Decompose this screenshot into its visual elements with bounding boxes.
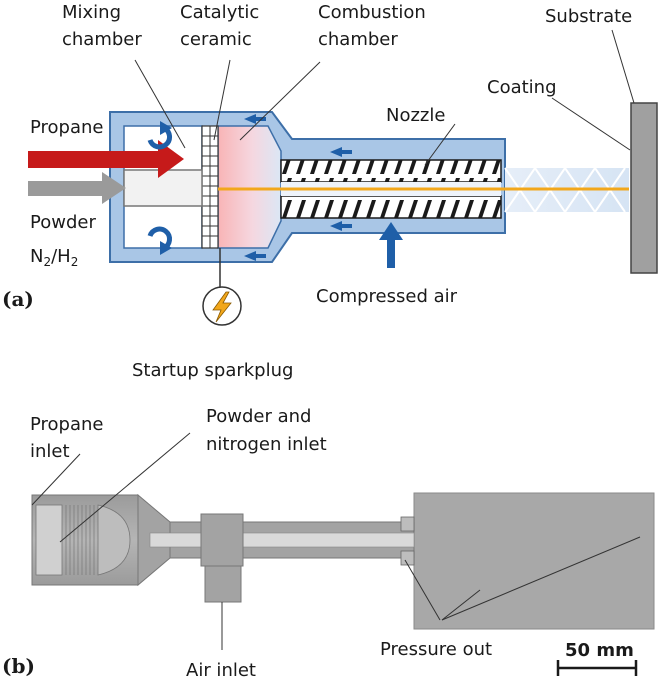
label-substrate: Substrate: [545, 6, 632, 27]
label-compressed-air: Compressed air: [316, 286, 458, 307]
label-mixing-1: Mixing: [62, 2, 121, 23]
chamber-flange-bottom: [400, 550, 415, 566]
air-inlet-collar: [200, 513, 244, 567]
powder-arrow: [28, 172, 126, 204]
powder-tube: [123, 169, 203, 207]
panel-label-a: (a): [2, 287, 34, 311]
label-nozzle: Nozzle: [386, 105, 445, 126]
leader-lines-b: [31, 432, 641, 650]
label-propane: Propane: [30, 117, 104, 138]
panel-a: Mixing chamber Catalytic ceramic Combust…: [2, 2, 658, 381]
compressed-air-arrow: [379, 222, 403, 268]
air-inlet-pipe: [204, 565, 242, 603]
panel-b: Propane inlet Powder and nitrogen inlet …: [2, 406, 655, 681]
label-propane-inlet-1: Propane: [30, 414, 104, 435]
cooling-flow-arrows: [244, 114, 352, 261]
label-scale-bar: 50 mm: [565, 640, 634, 661]
sparkplug-icon: [212, 291, 232, 323]
scale-bar: [556, 660, 638, 676]
panel-label-b: (b): [2, 654, 35, 678]
chamber-flange-top: [400, 516, 415, 532]
label-combustion-1: Combustion: [318, 2, 426, 23]
label-sparkplug: Startup sparkplug: [132, 360, 293, 381]
label-n2h2: N2/H2: [30, 246, 78, 269]
label-powder-nitrogen-1: Powder and: [206, 406, 311, 427]
leader-lines-a: [134, 29, 635, 166]
label-catalytic-1: Catalytic: [180, 2, 259, 23]
label-coating: Coating: [487, 77, 557, 98]
combustion-chamber: [217, 125, 282, 249]
mixing-flow-arrows: [147, 125, 172, 251]
label-powder: Powder: [30, 212, 96, 233]
catalytic-ceramic: [201, 125, 219, 249]
flow-arrowhead-bottom: [160, 241, 172, 255]
label-powder-nitrogen-2: nitrogen inlet: [206, 434, 327, 455]
label-propane-inlet-2: inlet: [30, 441, 70, 462]
propane-arrow: [28, 140, 184, 178]
barrel-bore: [149, 532, 415, 548]
nozzle-barrel: [280, 159, 502, 219]
label-catalytic-2: ceramic: [180, 29, 252, 50]
gun-rear-detail: [35, 504, 131, 576]
flow-arrowhead-top: [160, 121, 172, 135]
substrate-plate: [630, 102, 658, 274]
label-pressure-out: Pressure out: [380, 639, 492, 660]
label-mixing-2: chamber: [62, 29, 142, 50]
label-combustion-2: chamber: [318, 29, 398, 50]
pressure-chamber: [413, 492, 655, 630]
label-air-inlet: Air inlet: [186, 660, 256, 681]
